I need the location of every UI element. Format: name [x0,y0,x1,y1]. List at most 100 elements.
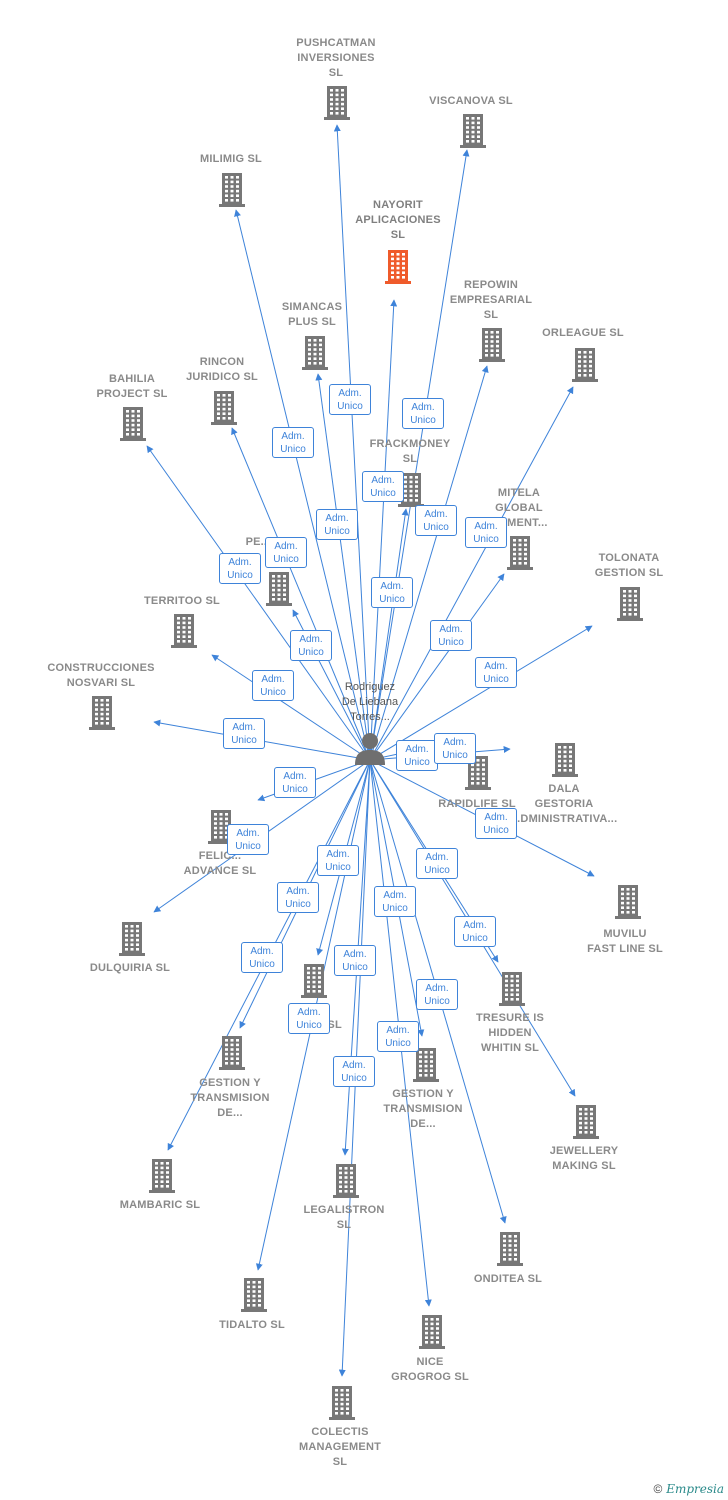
company-icon-wrapper[interactable] [263,570,295,611]
company-icon-wrapper[interactable] [476,326,508,367]
building-icon [615,885,641,919]
company-icon-wrapper[interactable] [216,171,248,212]
building-icon [219,173,245,207]
company-node[interactable]: REPOWIN EMPRESARIAL SL [426,278,556,323]
company-icon-wrapper[interactable] [326,1384,358,1425]
relationship-edge [369,386,574,761]
company-node[interactable]: JEWELLERY MAKING SL [519,1144,649,1174]
company-icon-wrapper[interactable] [569,346,601,387]
company-node[interactable]: COLECTIS MANAGEMENT SL [275,1425,405,1470]
company-node[interactable]: TERRITOO SL [117,594,247,609]
company-icon-wrapper[interactable] [570,1103,602,1144]
company-icon-wrapper[interactable] [298,962,330,1003]
building-icon [211,391,237,425]
company-icon-wrapper[interactable] [208,389,240,430]
company-node[interactable]: BAHILIA PROJECT SL [67,372,197,402]
company-node[interactable]: PUSHCATMAN INVERSIONES SL [271,36,401,81]
company-node[interactable]: TRESURE IS HIDDEN WHITIN SL [445,1011,575,1056]
company-node[interactable]: TIDALTO SL [187,1318,317,1333]
company-node[interactable]: GESTION Y TRANSMISION DE... [165,1076,295,1121]
company-icon-wrapper[interactable] [410,1046,442,1087]
company-icon-wrapper[interactable] [494,1230,526,1271]
company-node[interactable]: DULQUIRIA SL [65,961,195,976]
relation-badge: Adm. Unico [416,979,458,1010]
company-icon-wrapper[interactable] [612,883,644,924]
company-node[interactable]: ORLEAGUE SL [518,326,648,341]
relation-badge: Adm. Unico [223,718,265,749]
company-icon-wrapper[interactable] [462,754,494,795]
company-icon-wrapper[interactable] [330,1162,362,1203]
company-icon-wrapper[interactable] [116,920,148,961]
company-node[interactable]: RAPIDLIFE SL [412,797,542,812]
relation-badge: Adm. Unico [416,848,458,879]
building-icon [497,1232,523,1266]
building-icon [385,250,411,284]
company-node[interactable]: RINCON JURIDICO SL [157,355,287,385]
company-node[interactable]: FRACKMONEY SL [345,437,475,467]
relation-badge: Adm. Unico [371,577,413,608]
building-icon [413,1048,439,1082]
company-icon-wrapper[interactable] [299,334,331,375]
building-icon [119,922,145,956]
company-icon-wrapper[interactable] [496,970,528,1011]
company-node[interactable]: SIMANCAS PLUS SL [247,300,377,330]
company-node[interactable]: NICE GROGROG SL [365,1355,495,1385]
company-icon-wrapper[interactable] [395,471,427,512]
relation-badge: Adm. Unico [333,1056,375,1087]
company-node[interactable]: MAMBARIC SL [95,1198,225,1213]
relationship-edge [369,573,505,761]
company-node[interactable]: PE... [193,535,323,550]
company-icon-wrapper[interactable] [321,84,353,125]
company-icon-wrapper[interactable] [382,248,414,289]
company-icon-wrapper[interactable] [117,405,149,446]
company-icon-wrapper[interactable] [146,1157,178,1198]
company-node[interactable]: TOLONATA GESTION SL [564,551,694,581]
relationship-edge [231,427,371,761]
relation-badge: Adm. Unico [475,808,517,839]
company-icon-wrapper[interactable] [549,741,581,782]
relation-badge: Adm. Unico [241,942,283,973]
building-icon [573,1105,599,1139]
company-node[interactable]: ONDITEA SL [443,1272,573,1287]
building-icon [460,114,486,148]
company-node[interactable]: MILIMIG SL [166,152,296,167]
company-icon-wrapper[interactable] [86,694,118,735]
relationship-edge [369,508,409,761]
relationship-edge [369,625,593,761]
building-icon [324,86,350,120]
company-node[interactable]: VISCANOVA SL [406,94,536,109]
person-node[interactable]: Rodriguez De Liebana Torres... [320,680,420,765]
company-node[interactable]: LEGALISTRON SL [279,1203,409,1233]
relationship-edge [315,373,371,761]
company-icon-wrapper[interactable] [216,1034,248,1075]
company-name: MUVILU FAST LINE SL [587,928,663,955]
company-node[interactable]: NAYORIT APLICACIONES SL [333,198,463,243]
company-node[interactable]: MUVILU FAST LINE SL [560,927,690,957]
company-icon-wrapper[interactable] [614,585,646,626]
company-name: COLECTIS MANAGEMENT SL [298,1426,382,1468]
building-icon [479,328,505,362]
building-icon [465,756,491,790]
company-node[interactable]: DALA GESTORIA ...DMINISTRATIVA... [499,782,629,827]
company-icon-wrapper[interactable] [504,534,536,575]
building-icon [266,572,292,606]
company-name: BAHILIA PROJECT SL [96,373,168,400]
company-icon-wrapper[interactable] [205,808,237,849]
brand-footer: © Empresia [654,1482,724,1496]
company-name: DALA GESTORIA ...DMINISTRATIVA... [510,783,618,825]
company-node[interactable]: GESTION Y TRANSMISION DE... [358,1087,488,1132]
relation-badge: Adm. Unico [475,657,517,688]
company-icon-wrapper[interactable] [238,1276,270,1317]
building-icon [302,336,328,370]
company-name: DULQUIRIA SL [89,962,171,974]
relation-badge: Adm. Unico [430,620,472,651]
relation-badge: Adm. Unico [377,1021,419,1052]
company-name: PUSHCATMAN INVERSIONES SL [296,37,376,79]
company-node[interactable]: CONSTRUCCIONES NOSVARI SL [36,661,166,691]
company-icon-wrapper[interactable] [168,612,200,653]
relation-badge: Adm. Unico [316,509,358,540]
company-icon-wrapper[interactable] [457,112,489,153]
brand-logo: Empresia [666,1482,724,1496]
relation-badge: Adm. Unico [265,537,307,568]
company-icon-wrapper[interactable] [416,1313,448,1354]
